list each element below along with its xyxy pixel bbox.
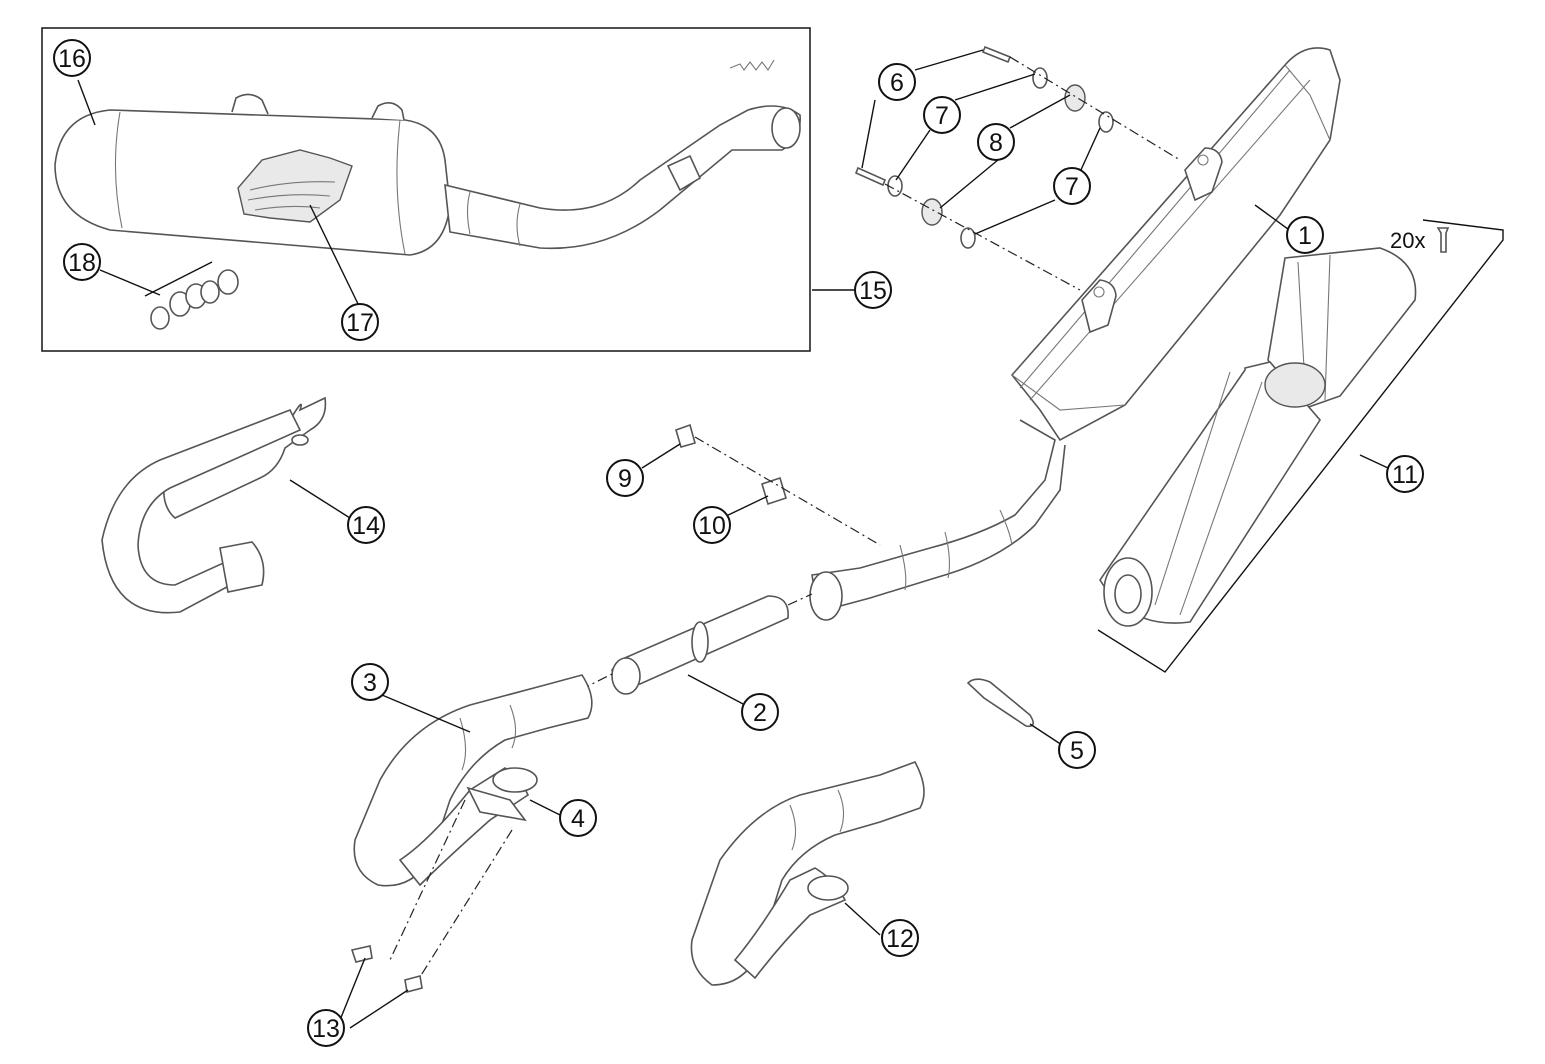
svg-text:9: 9 <box>618 465 632 493</box>
svg-text:18: 18 <box>68 249 96 277</box>
callout-2: 2 <box>741 693 779 731</box>
screw-icon <box>1436 227 1450 253</box>
rubber-mount-set <box>144 261 239 330</box>
svg-text:17: 17 <box>346 309 374 337</box>
svg-text:5: 5 <box>1070 737 1084 765</box>
svg-text:8: 8 <box>989 129 1003 157</box>
svg-text:7: 7 <box>1065 173 1079 201</box>
svg-text:13: 13 <box>312 1015 340 1043</box>
callout-7-upper: 7 <box>923 96 961 134</box>
header-pipe-12 <box>690 761 925 986</box>
gasket-5 <box>966 678 1034 728</box>
callout-9: 9 <box>606 459 644 497</box>
connector-pipe <box>579 593 813 695</box>
svg-text:11: 11 <box>1392 461 1418 489</box>
svg-text:15: 15 <box>859 277 887 305</box>
callout-17: 17 <box>341 303 379 341</box>
svg-text:12: 12 <box>886 925 914 953</box>
callout-leaders <box>77 49 1389 1029</box>
header-pipe-3 <box>350 674 593 993</box>
callout-10: 10 <box>693 506 731 544</box>
svg-text:2: 2 <box>753 699 767 727</box>
header-pipe-14 <box>101 396 327 614</box>
callout-8: 8 <box>977 123 1015 161</box>
inset-silencer <box>54 59 801 256</box>
callout-5: 5 <box>1058 731 1096 769</box>
silencer-main <box>809 47 1341 621</box>
mounting-hardware <box>854 45 1181 291</box>
callout-7-right: 7 <box>1053 167 1091 205</box>
screw-quantity-label: 20x <box>1390 228 1425 253</box>
callout-12: 12 <box>881 919 919 957</box>
kit-inset-box <box>41 27 811 352</box>
svg-text:6: 6 <box>890 69 904 97</box>
callout-4: 4 <box>559 799 597 837</box>
svg-text:14: 14 <box>352 512 380 540</box>
callout-11: 11 <box>1386 455 1424 493</box>
svg-text:10: 10 <box>698 512 726 540</box>
svg-text:16: 16 <box>58 45 86 73</box>
callout-18: 18 <box>63 243 101 281</box>
svg-text:7: 7 <box>935 102 949 130</box>
callout-3: 3 <box>351 663 389 701</box>
svg-text:4: 4 <box>571 805 585 833</box>
callout-6: 6 <box>878 63 916 101</box>
callout-1: 1 <box>1286 216 1324 254</box>
svg-text:1: 1 <box>1298 222 1312 250</box>
callout-15: 15 <box>854 271 892 309</box>
callout-14: 14 <box>347 506 385 544</box>
callout-16: 16 <box>53 39 91 77</box>
callout-13: 13 <box>307 1009 345 1047</box>
svg-text:3: 3 <box>363 669 377 697</box>
silencer-packing <box>1097 219 1504 673</box>
